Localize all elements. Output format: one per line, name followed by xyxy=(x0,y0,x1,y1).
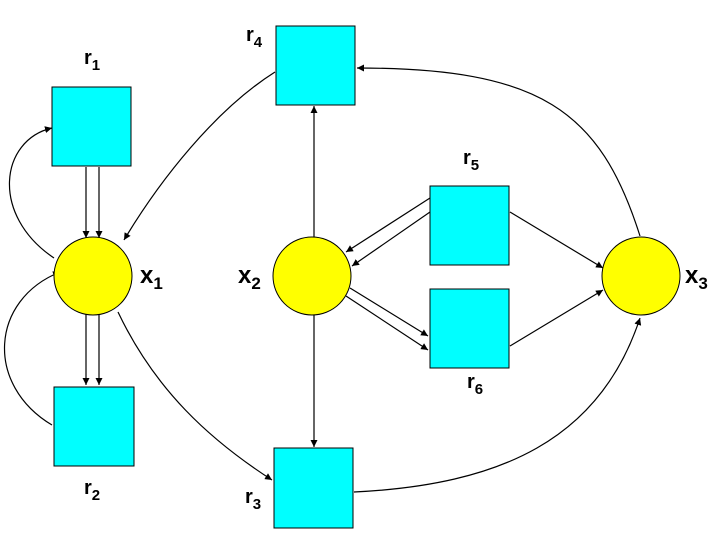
label-x1: x1 xyxy=(140,262,163,293)
species-node-x2 xyxy=(272,236,352,316)
edge-r6-to-x3 xyxy=(509,289,604,347)
edge-x3-to-r4 xyxy=(356,64,641,237)
edge-r2-to-x1-loop xyxy=(4,271,61,426)
reaction-box-r3 xyxy=(273,447,354,529)
reaction-box-r5 xyxy=(429,185,510,266)
label-x3: x3 xyxy=(685,262,708,293)
reactions xyxy=(51,25,510,529)
label-r1: r1 xyxy=(84,47,100,74)
label-r6: r6 xyxy=(467,371,483,398)
edge-r4-to-x1 xyxy=(123,71,276,241)
label-r3: r3 xyxy=(245,486,261,513)
edge-x2-to-r6-b xyxy=(345,295,429,351)
label-x2: x2 xyxy=(238,262,261,293)
label-r2: r2 xyxy=(84,477,100,504)
edges xyxy=(4,64,642,493)
reaction-box-r2 xyxy=(53,386,135,467)
species xyxy=(53,236,681,316)
reaction-box-r6 xyxy=(429,288,510,369)
edge-r5-to-x2-a xyxy=(345,197,431,253)
label-r5: r5 xyxy=(463,147,479,174)
label-r4: r4 xyxy=(246,24,263,51)
edge-x2-to-r6-a xyxy=(349,287,429,337)
edge-x1-to-r1-loop xyxy=(8,126,55,259)
reaction-box-r4 xyxy=(275,25,356,106)
edge-r5-to-x3 xyxy=(509,211,604,269)
species-node-x3 xyxy=(601,236,681,316)
edge-r5-to-x2-b xyxy=(351,211,431,267)
labels: r1 r2 r3 r4 r5 r6 x1 x2 x3 xyxy=(84,24,708,513)
species-node-x1 xyxy=(53,236,133,316)
reaction-box-r1 xyxy=(51,86,132,167)
edge-x1-to-r3 xyxy=(117,311,273,481)
edge-r3-to-x3 xyxy=(353,317,642,493)
